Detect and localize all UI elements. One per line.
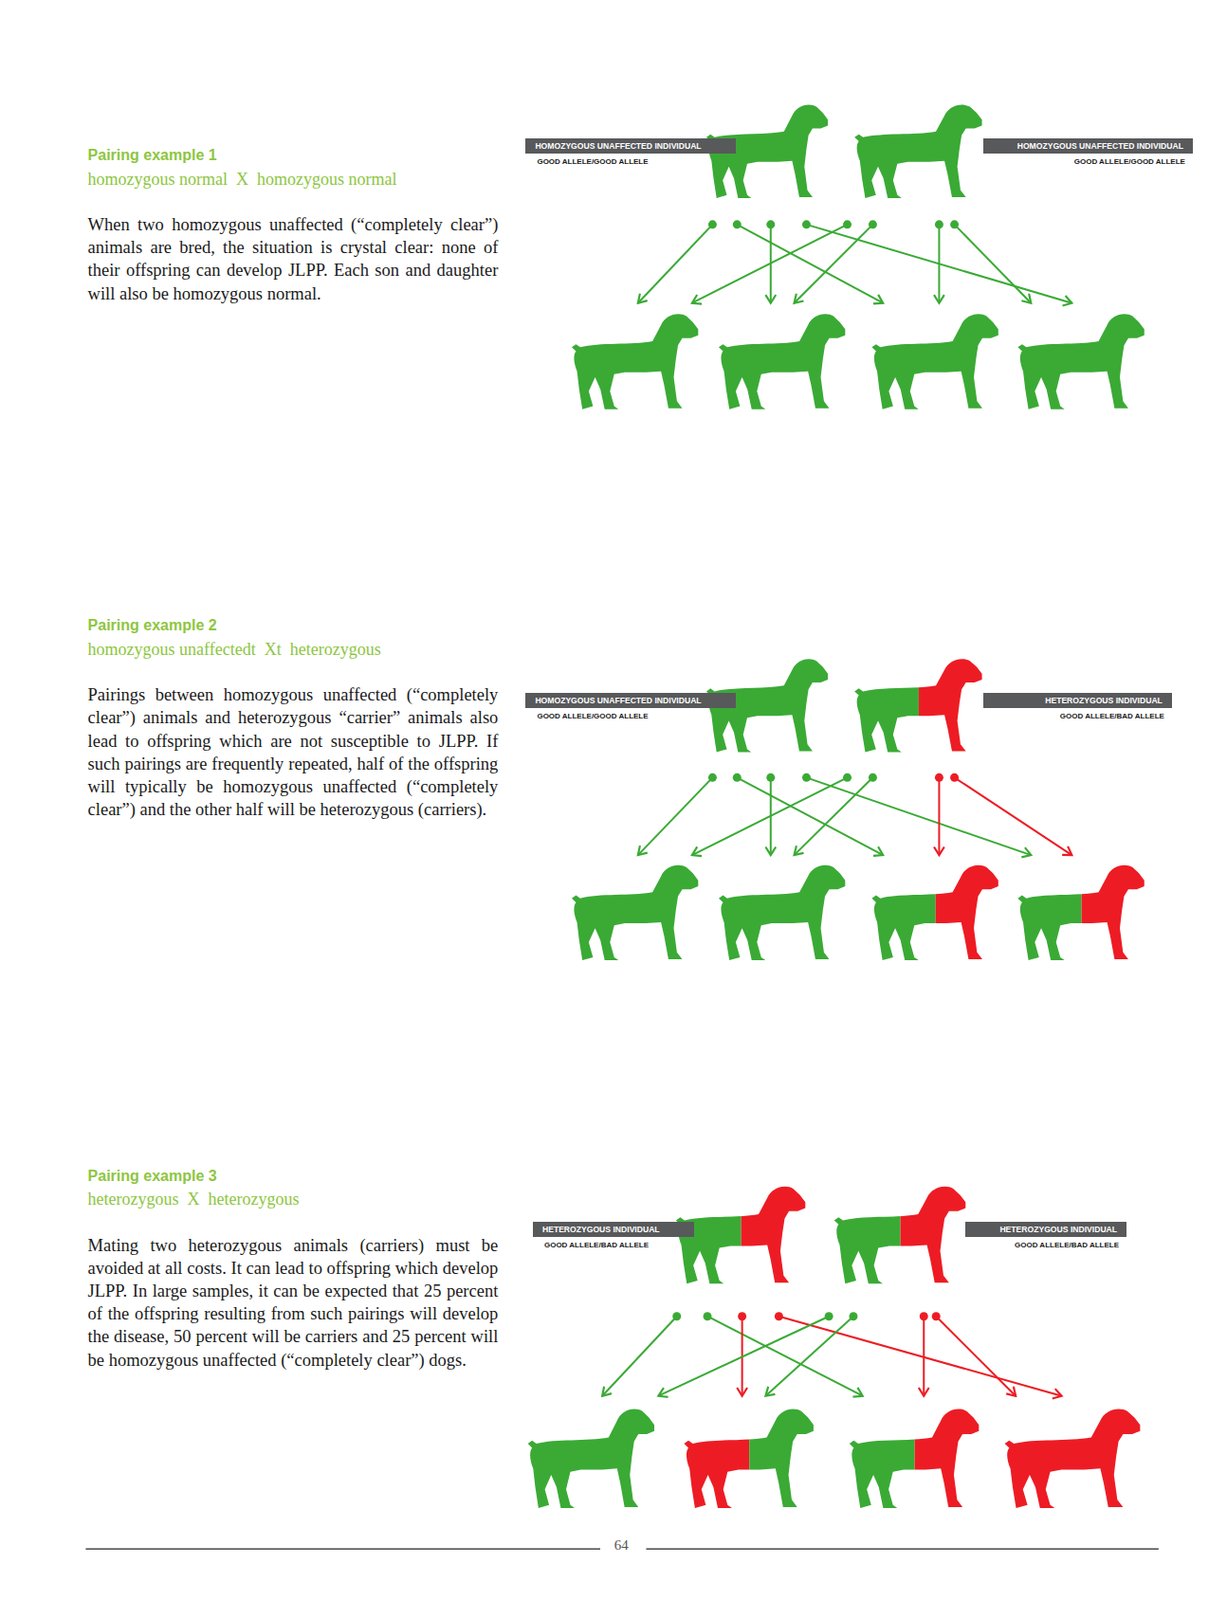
body-text: Mating two heterozygous animals (carrier… xyxy=(88,1234,499,1373)
individual-type: HETEROZYGOUS INDIVIDUAL xyxy=(999,1225,1118,1235)
allele-arrow xyxy=(802,219,1072,303)
individual-label-bar: HETEROZYGOUS INDIVIDUAL GOOD ALLELE/BAD A… xyxy=(532,1222,695,1250)
dog-silhouette xyxy=(834,1187,967,1284)
individual-type: HOMOZYGOUS UNAFFECTED INDIVIDUAL xyxy=(1017,141,1184,151)
dog-silhouette xyxy=(854,659,982,752)
dog-silhouette xyxy=(849,1410,980,1509)
allele-arrow xyxy=(950,219,1031,303)
dog-silhouette xyxy=(718,865,845,961)
body-text: When two homozygous unaffected (“complet… xyxy=(88,213,499,306)
allele-arrow xyxy=(794,773,878,856)
allele-arrow xyxy=(692,773,852,856)
dog-silhouette xyxy=(676,1187,806,1284)
dog-silhouette xyxy=(571,313,698,409)
footer-rule xyxy=(645,1549,1158,1551)
allele-arrow xyxy=(732,773,883,856)
dog-silhouette xyxy=(1017,313,1144,409)
section-heading: Pairing example 1 xyxy=(88,146,218,165)
allele-pair: GOOD ALLELE/GOOD ALLELE xyxy=(525,157,735,166)
allele-pair: GOOD ALLELE/GOOD ALLELE xyxy=(525,712,735,721)
label-bar: HOMOZYGOUS UNAFFECTED INDIVIDUAL xyxy=(525,138,735,154)
dog-silhouette xyxy=(528,1410,655,1509)
section-heading: Pairing example 3 xyxy=(88,1168,218,1186)
pairing-formula: homozygous unaffectedt Xt heterozygous xyxy=(88,640,382,660)
allele-pair: GOOD ALLELE/GOOD ALLELE xyxy=(983,157,1193,166)
allele-pair: GOOD ALLELE/BAD ALLELE xyxy=(965,1241,1127,1250)
body-text: Pairings between homozygous unaffected (… xyxy=(88,683,499,822)
individual-type: HETEROZYGOUS INDIVIDUAL xyxy=(1044,695,1163,706)
dog-silhouette xyxy=(571,865,698,961)
dog-silhouette xyxy=(854,105,982,199)
allele-arrow xyxy=(950,773,1072,856)
page-number: 64 xyxy=(610,1538,633,1555)
allele-arrow xyxy=(692,219,852,303)
individual-type: HOMOZYGOUS UNAFFECTED INDIVIDUAL xyxy=(534,695,701,706)
label-bar: HETEROZYGOUS INDIVIDUAL xyxy=(965,1222,1127,1238)
individual-type: HETEROZYGOUS INDIVIDUAL xyxy=(542,1225,660,1235)
allele-arrow xyxy=(934,773,944,856)
individual-label-bar: HOMOZYGOUS UNAFFECTED INDIVIDUAL GOOD ALL… xyxy=(983,138,1193,166)
allele-arrow xyxy=(638,219,717,303)
allele-arrow xyxy=(934,219,944,303)
dog-silhouette xyxy=(683,1410,814,1509)
dog-silhouette xyxy=(871,313,998,409)
allele-pair: GOOD ALLELE/BAD ALLELE xyxy=(983,712,1173,721)
pairing-formula: homozygous normal X homozygous normal xyxy=(88,169,398,190)
label-bar: HETEROZYGOUS INDIVIDUAL xyxy=(532,1222,695,1238)
dog-silhouette xyxy=(1017,865,1144,961)
individual-type: HOMOZYGOUS UNAFFECTED INDIVIDUAL xyxy=(534,141,701,151)
footer-rule xyxy=(85,1549,601,1551)
allele-arrow xyxy=(703,1312,863,1396)
dog-silhouette xyxy=(871,865,998,961)
label-bar: HETEROZYGOUS INDIVIDUAL xyxy=(983,693,1173,709)
allele-arrow xyxy=(919,1312,929,1396)
allele-arrow xyxy=(794,219,878,303)
individual-label-bar: HETEROZYGOUS INDIVIDUAL GOOD ALLELE/BAD A… xyxy=(965,1222,1127,1250)
allele-arrow xyxy=(602,1312,681,1396)
pairing-formula: heterozygous X heterozygous xyxy=(88,1190,300,1210)
allele-arrow xyxy=(774,1312,1063,1396)
allele-arrow xyxy=(638,773,717,856)
dog-silhouette xyxy=(718,313,845,409)
individual-label-bar: HOMOZYGOUS UNAFFECTED INDIVIDUAL GOOD ALL… xyxy=(525,693,735,721)
section-heading: Pairing example 2 xyxy=(88,617,218,635)
allele-arrow xyxy=(658,1312,833,1396)
allele-arrow xyxy=(732,219,883,303)
label-bar: HOMOZYGOUS UNAFFECTED INDIVIDUAL xyxy=(525,693,735,709)
allele-arrow xyxy=(765,1312,858,1396)
individual-label-bar: HOMOZYGOUS UNAFFECTED INDIVIDUAL GOOD ALL… xyxy=(525,138,735,166)
individual-label-bar: HETEROZYGOUS INDIVIDUAL GOOD ALLELE/BAD A… xyxy=(983,693,1173,721)
label-bar: HOMOZYGOUS UNAFFECTED INDIVIDUAL xyxy=(983,138,1193,154)
allele-arrow xyxy=(737,1312,747,1396)
allele-pair: GOOD ALLELE/BAD ALLELE xyxy=(532,1241,695,1250)
allele-arrow xyxy=(932,1312,1016,1396)
dog-silhouette xyxy=(1005,1410,1141,1509)
